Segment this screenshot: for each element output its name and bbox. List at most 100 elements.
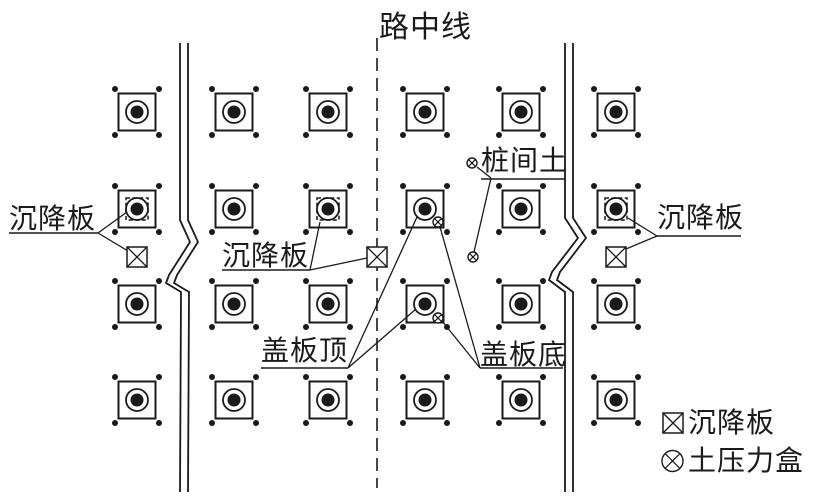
pile-core bbox=[609, 393, 623, 407]
corner-dot bbox=[540, 278, 546, 284]
pile-ring bbox=[222, 100, 246, 124]
corner-dot bbox=[303, 86, 309, 92]
pile-core bbox=[609, 202, 623, 216]
pile-core bbox=[609, 105, 623, 119]
road-edge-line bbox=[172, 43, 200, 493]
corner-dot bbox=[156, 324, 162, 330]
pile-core bbox=[227, 105, 241, 119]
corner-dot bbox=[591, 324, 597, 330]
corner-dot bbox=[156, 183, 162, 189]
settlement-plate-symbol bbox=[126, 246, 148, 268]
leader-line bbox=[439, 226, 481, 369]
corner-dot bbox=[591, 86, 597, 92]
corner-dot bbox=[303, 374, 309, 380]
pile-core bbox=[514, 202, 528, 216]
corner-dot bbox=[156, 229, 162, 235]
leader-line bbox=[627, 217, 658, 237]
corner-dot bbox=[540, 86, 546, 92]
leader-line bbox=[347, 216, 418, 369]
corner-dot bbox=[112, 374, 118, 380]
corner-dot bbox=[444, 183, 450, 189]
corner-dot bbox=[400, 86, 406, 92]
corner-dot bbox=[303, 229, 309, 235]
leader-line bbox=[473, 177, 492, 253]
pile-cap-square bbox=[308, 380, 348, 420]
pile-cap-square bbox=[501, 380, 541, 420]
corner-dot bbox=[591, 420, 597, 426]
pile-ring bbox=[125, 100, 149, 124]
pile-ring bbox=[509, 388, 533, 412]
corner-dot bbox=[635, 278, 641, 284]
settlement-plate-on-cap bbox=[125, 197, 149, 221]
road-centerline-title: 路中线 bbox=[379, 11, 472, 44]
corner-dot bbox=[540, 183, 546, 189]
corner-dot bbox=[444, 229, 450, 235]
corner-dot bbox=[400, 278, 406, 284]
corner-dot bbox=[540, 420, 546, 426]
corner-dot bbox=[400, 324, 406, 330]
annotation-pile-soil: 桩间土 bbox=[481, 146, 569, 177]
pile-core bbox=[130, 297, 144, 311]
pile-core bbox=[609, 297, 623, 311]
legend-settlement-plate-label: 沉降板 bbox=[688, 408, 776, 439]
corner-dot bbox=[209, 374, 215, 380]
corner-dot bbox=[444, 86, 450, 92]
corner-dot bbox=[496, 278, 502, 284]
corner-dot bbox=[496, 86, 502, 92]
corner-dot bbox=[253, 183, 259, 189]
corner-dot bbox=[209, 183, 215, 189]
pile-core bbox=[418, 297, 432, 311]
corner-dot bbox=[303, 183, 309, 189]
pile-ring bbox=[509, 292, 533, 316]
corner-dot bbox=[496, 420, 502, 426]
pile-ring bbox=[222, 197, 246, 221]
corner-dot bbox=[635, 229, 641, 235]
settlement-plate-symbol bbox=[605, 246, 627, 268]
corner-dot bbox=[496, 183, 502, 189]
corner-dot bbox=[112, 183, 118, 189]
settlement-plate-symbol bbox=[366, 246, 388, 268]
corner-dot bbox=[591, 183, 597, 189]
leader-line bbox=[309, 257, 368, 271]
pile-ring bbox=[413, 388, 437, 412]
corner-dot bbox=[253, 278, 259, 284]
pile-core bbox=[130, 105, 144, 119]
corner-dot bbox=[253, 374, 259, 380]
corner-dot bbox=[112, 86, 118, 92]
pile-core bbox=[514, 393, 528, 407]
leader-line bbox=[97, 232, 129, 252]
corner-dot bbox=[347, 374, 353, 380]
pile-core bbox=[418, 105, 432, 119]
pile-core bbox=[321, 105, 335, 119]
corner-dot bbox=[496, 229, 502, 235]
corner-dot bbox=[444, 278, 450, 284]
corner-dot bbox=[347, 183, 353, 189]
annotation-cover-plate-bottom: 盖板底 bbox=[480, 340, 568, 371]
corner-dot bbox=[209, 278, 215, 284]
pile-ring bbox=[222, 292, 246, 316]
pressure-cell-symbol bbox=[434, 314, 442, 322]
leader-line bbox=[97, 211, 128, 234]
pile-ring bbox=[509, 100, 533, 124]
corner-dot bbox=[400, 183, 406, 189]
corner-dot bbox=[156, 132, 162, 138]
corner-dot bbox=[540, 374, 546, 380]
pile-ring bbox=[604, 100, 628, 124]
corner-dot bbox=[156, 420, 162, 426]
corner-dot bbox=[303, 278, 309, 284]
corner-dot bbox=[112, 324, 118, 330]
corner-dot bbox=[303, 132, 309, 138]
pile-ring bbox=[604, 292, 628, 316]
pile-core bbox=[418, 393, 432, 407]
corner-dot bbox=[591, 374, 597, 380]
pile-core bbox=[321, 393, 335, 407]
corner-dot bbox=[253, 132, 259, 138]
corner-dot bbox=[156, 86, 162, 92]
corner-dot bbox=[591, 132, 597, 138]
leader-line bbox=[625, 235, 658, 250]
corner-dot bbox=[209, 86, 215, 92]
pile-core bbox=[514, 297, 528, 311]
corner-dot bbox=[156, 374, 162, 380]
